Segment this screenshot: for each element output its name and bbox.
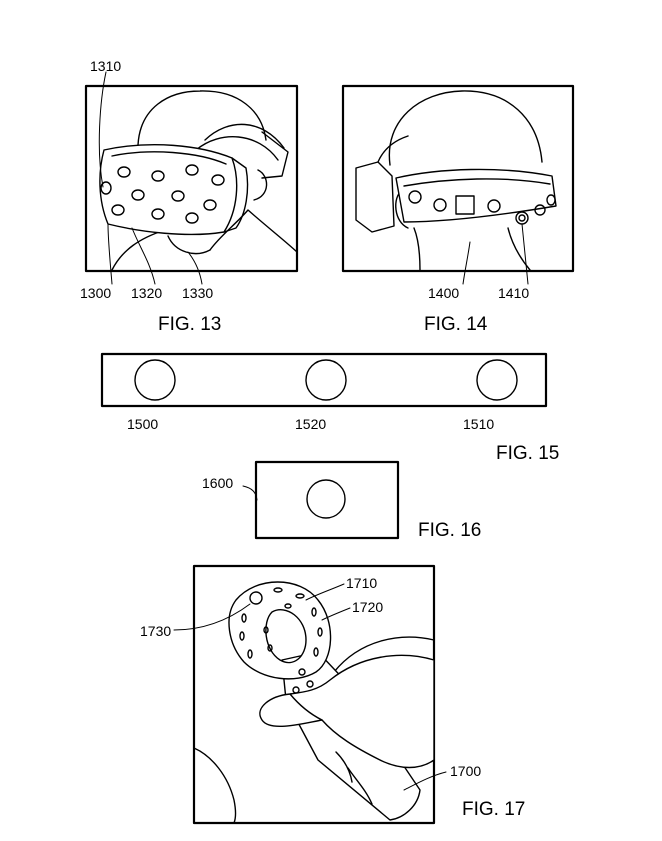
head-strap — [204, 123, 285, 149]
headband — [395, 168, 557, 223]
visor-lights — [100, 164, 225, 224]
leader-1320 — [131, 227, 156, 285]
leader-1330 — [187, 251, 203, 285]
leader-1720 — [321, 607, 351, 621]
ref-1310: 1310 — [90, 58, 121, 74]
shoulder-left — [111, 229, 166, 271]
ref-1500: 1500 — [127, 416, 158, 432]
ref-1320: 1320 — [131, 285, 162, 301]
front-unit-top — [377, 135, 409, 163]
ref-1330: 1330 — [182, 285, 213, 301]
front-unit — [355, 161, 395, 233]
leader-1300 — [107, 223, 113, 285]
headset-visor — [99, 144, 238, 236]
head-dome — [388, 90, 543, 166]
neck-right — [507, 227, 531, 271]
ref-1410: 1410 — [498, 285, 529, 301]
leader-1600 — [242, 485, 258, 501]
fig-14: 1400 1410 FIG. 14 — [341, 84, 575, 335]
ref-1510: 1510 — [463, 416, 494, 432]
leader-1410 — [521, 223, 529, 285]
ref-1710: 1710 — [346, 575, 377, 591]
neck-shoulder — [209, 209, 298, 253]
thumb-crease — [289, 693, 323, 721]
ref-1300: 1300 — [80, 285, 111, 301]
finger-2 — [335, 751, 353, 783]
caption-fig-17: FIG. 17 — [462, 799, 525, 820]
fig-16: 1600 FIG. 16 — [202, 460, 481, 541]
neck-left — [413, 227, 421, 271]
finger-1 — [347, 767, 373, 805]
ref-1720: 1720 — [352, 599, 383, 615]
fig-15-bar — [100, 352, 548, 408]
fig-13-frame — [84, 84, 299, 273]
visor-side — [223, 157, 249, 233]
arm-curve — [193, 747, 237, 824]
ref-1730: 1730 — [140, 623, 171, 639]
element-1600-light — [306, 479, 346, 519]
leader-1710 — [305, 583, 345, 601]
fig-17: 1710 1720 1730 1700 FIG. 17 — [140, 564, 525, 825]
ref-1700: 1700 — [450, 763, 481, 779]
element-1500 — [134, 359, 176, 401]
caption-fig-14: FIG. 14 — [424, 314, 488, 335]
sleeve-top — [333, 636, 435, 673]
leader-1730 — [173, 603, 251, 631]
visor-top-edge — [111, 151, 227, 165]
ring-lights — [239, 587, 323, 659]
element-1510 — [476, 359, 518, 401]
caption-fig-15: FIG. 15 — [496, 443, 559, 464]
ref-1520: 1520 — [295, 416, 326, 432]
band-lights — [408, 190, 556, 225]
fig-13: 1310 1300 1320 1330 FIG. 13 — [80, 58, 299, 335]
head-strap-inner — [195, 136, 279, 161]
ear — [253, 169, 268, 201]
fig-14-frame — [341, 84, 575, 273]
ref-1600: 1600 — [202, 475, 233, 491]
controller-ring — [228, 581, 332, 680]
strap-end — [261, 131, 289, 179]
leader-1400 — [462, 241, 471, 285]
caption-fig-13: FIG. 13 — [158, 314, 221, 335]
fig-15: 1500 1520 1510 FIG. 15 — [100, 352, 559, 464]
caption-fig-16: FIG. 16 — [418, 520, 481, 541]
head-outline — [137, 90, 267, 146]
headband-line — [403, 178, 551, 187]
leader-1310 — [98, 71, 107, 188]
ref-1400: 1400 — [428, 285, 459, 301]
element-1520 — [305, 359, 347, 401]
chin — [167, 235, 211, 255]
leader-1700 — [403, 771, 447, 791]
fig-16-frame — [254, 460, 400, 540]
